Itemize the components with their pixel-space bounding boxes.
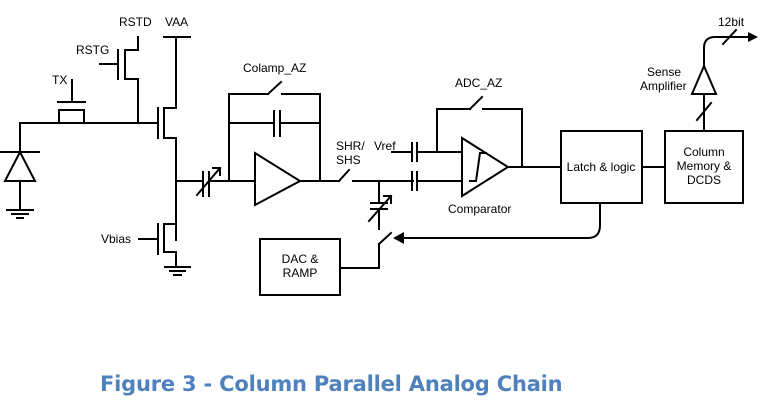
sense-amplifier-icon [690,28,758,132]
output-bits-label: 12bit [718,15,745,29]
photodiode-icon [0,122,85,210]
variable-capacitor-icon [367,180,393,230]
column-amplifier-icon [228,80,321,207]
rstg-label: RSTG [76,43,109,57]
bias-transistor-icon [138,223,177,268]
adc-az-label: ADC_AZ [455,76,502,90]
tx-transistor-icon [44,79,159,124]
ramp-switch-icon [339,231,393,269]
rstd-label: RSTD [119,15,152,29]
comparator-label: Comparator [448,202,511,216]
vbias-label: Vbias [101,232,131,246]
shs-label: SHS [336,153,361,167]
sample-hold-switch-icon [319,168,414,183]
capacitor-icon [411,171,463,191]
variable-capacitor-icon [175,166,256,197]
column-memory-label-line3: DCDS [687,173,721,187]
reset-transistor-icon [99,36,139,124]
column-memory-label-line1: Column [683,145,724,159]
figure-caption: Figure 3 - Column Parallel Analog Chain [100,372,563,396]
dac-label-line1: DAC & [282,252,319,266]
column-memory-block: Column Memory & DCDS [664,130,744,204]
ground-icon [164,266,191,276]
vaa-label: VAA [165,15,188,29]
capacitor-icon [391,142,463,162]
column-memory-label-line2: Memory & [677,159,732,173]
vref-label: Vref [374,139,396,153]
source-follower-transistor-icon [157,36,191,241]
ground-icon [6,209,34,219]
feedback-arrow-icon [393,202,601,244]
latch-label: Latch & logic [567,160,636,174]
comparator-icon [436,95,561,198]
sense-label-line1: Sense [647,65,681,79]
dac-ramp-block: DAC & RAMP [259,238,341,296]
tx-label: TX [52,73,67,87]
latch-logic-block: Latch & logic [560,130,643,204]
dac-label-line2: RAMP [283,266,318,280]
sense-label-line2: Amplifier [640,79,687,93]
shr-label: SHR/ [336,139,365,153]
colamp-az-label: Colamp_AZ [243,61,306,75]
